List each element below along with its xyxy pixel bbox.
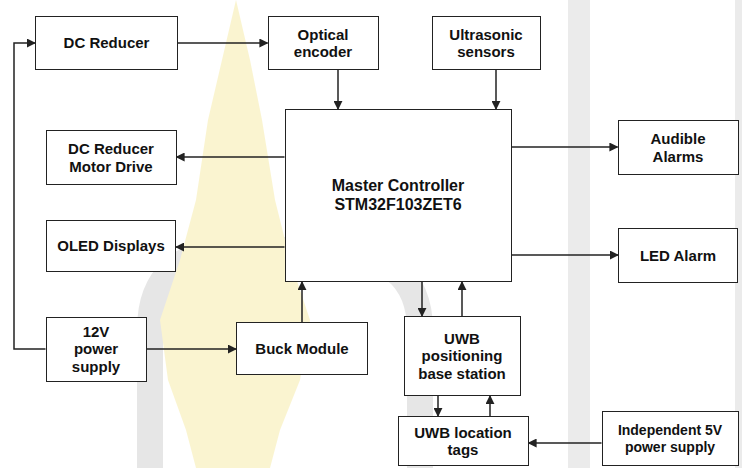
box-label: 12V power supply xyxy=(61,323,132,375)
box-label: Master Controller STM32F103ZET6 xyxy=(294,177,503,214)
connector-arrow xyxy=(437,396,439,416)
process-box: DC Reducer Motor Drive xyxy=(46,130,177,185)
box-label: LED Alarm xyxy=(640,247,716,264)
connector-arrow xyxy=(489,396,491,416)
box-label: UWB location tags xyxy=(407,424,520,459)
process-box: Ultrasonic sensors xyxy=(432,16,541,70)
connector-arrow xyxy=(177,156,285,158)
box-label: Independent 5V power supply xyxy=(611,422,730,454)
process-box: 12V power supply xyxy=(46,317,147,382)
connector-arrow xyxy=(337,70,339,109)
connector-arrow xyxy=(512,146,618,148)
box-label: Ultrasonic sensors xyxy=(441,26,532,61)
process-box: UWB location tags xyxy=(398,416,529,466)
process-box: Audible Alarms xyxy=(618,120,739,175)
box-label: Buck Module xyxy=(255,340,348,357)
box-label: UWB positioning base station xyxy=(413,330,512,382)
watermark-band xyxy=(568,0,590,468)
box-label: DC Reducer Motor Drive xyxy=(55,140,168,175)
process-box: LED Alarm xyxy=(618,228,738,283)
connector-arrow xyxy=(512,254,619,256)
connector-arrow xyxy=(178,42,268,44)
process-box: Independent 5V power supply xyxy=(602,411,739,466)
process-box: DC Reducer xyxy=(35,16,178,70)
connector-arrow xyxy=(529,442,602,444)
connector-arrow xyxy=(421,282,423,316)
connector-arrow xyxy=(495,70,497,109)
connector-arrow xyxy=(14,43,46,349)
box-label: DC Reducer xyxy=(64,34,150,51)
connector-arrow xyxy=(301,282,303,322)
connector-arrow xyxy=(461,282,463,316)
connector-arrow xyxy=(176,246,285,248)
box-label: Audible Alarms xyxy=(627,130,730,165)
process-box: Optical encoder xyxy=(268,16,379,70)
box-label: OLED Displays xyxy=(57,237,165,254)
process-box: Master Controller STM32F103ZET6 xyxy=(285,109,512,282)
box-label: Optical encoder xyxy=(277,26,370,61)
process-box: Buck Module xyxy=(236,322,368,375)
process-box: OLED Displays xyxy=(46,220,176,272)
connector-arrow xyxy=(147,348,237,350)
process-box: UWB positioning base station xyxy=(404,316,521,396)
